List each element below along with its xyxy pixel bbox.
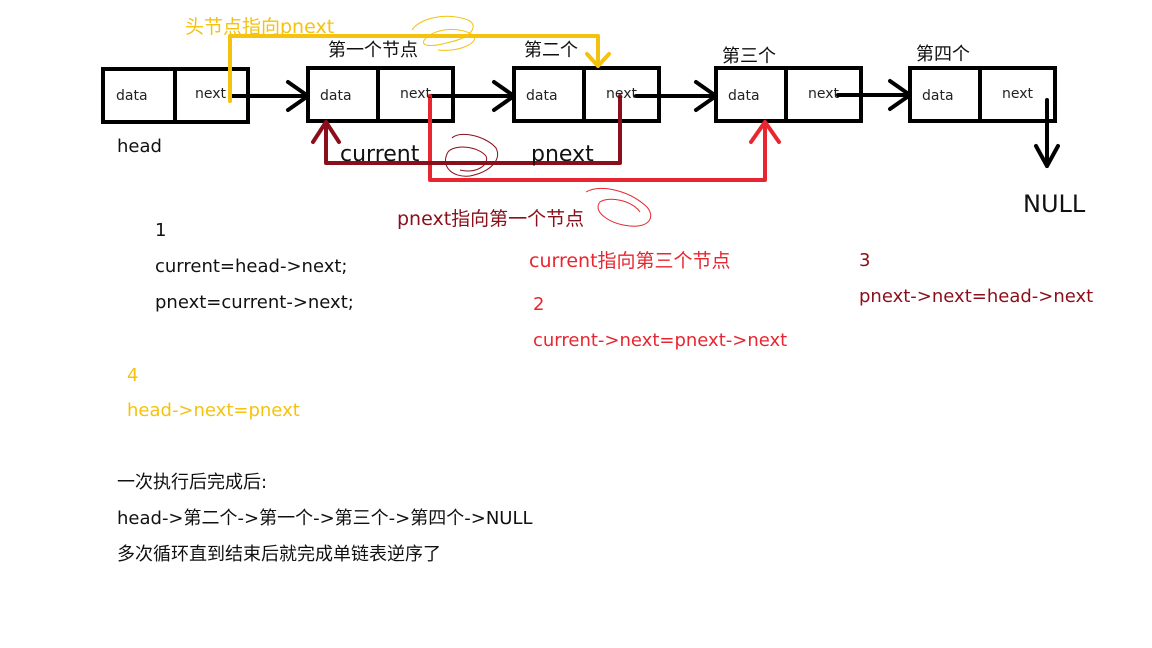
step2-line1: current->next=pnext->next <box>533 330 788 351</box>
step3-number: 3 <box>859 250 871 271</box>
current-pointer-label: current <box>340 142 420 167</box>
node-head-next-label: next <box>195 86 227 102</box>
summary-line1: 一次执行后完成后: <box>117 472 268 493</box>
third-node-caption: 第三个 <box>722 46 776 67</box>
node-third-next-label: next <box>808 86 840 102</box>
head-caption: head <box>117 136 162 157</box>
pnext-pointer-label: pnext <box>531 142 594 167</box>
summary-line3: 多次循环直到结束后就完成单链表逆序了 <box>117 544 441 565</box>
annotation-pnext-to-first: pnext指向第一个节点 <box>397 208 585 230</box>
step4-number: 4 <box>127 365 139 386</box>
step3-line1: pnext->next=head->next <box>859 286 1094 307</box>
summary-line2: head->第二个->第一个->第三个->第四个->NULL <box>117 508 533 529</box>
annotation-current-to-third: current指向第三个节点 <box>529 250 731 272</box>
step4-line1: head->next=pnext <box>127 400 300 421</box>
node-second-data-label: data <box>526 88 558 104</box>
node-first-data-label: data <box>320 88 352 104</box>
node-fourth-next-label: next <box>1002 86 1034 102</box>
node-second-next-label: next <box>606 86 638 102</box>
annotation-head-to-pnext: 头节点指向pnext <box>185 16 335 38</box>
first-node-caption: 第一个节点 <box>328 40 418 61</box>
step1-line1: current=head->next; <box>155 256 348 277</box>
next-arrows <box>228 79 1060 168</box>
node-first-next-label: next <box>400 86 432 102</box>
null-label: NULL <box>1023 190 1086 218</box>
scribble-darkred <box>445 133 498 177</box>
step1-line2: pnext=current->next; <box>155 292 354 313</box>
step1-number: 1 <box>155 220 167 241</box>
red-arrow-current-to-third <box>428 94 781 182</box>
node-fourth-data-label: data <box>922 88 954 104</box>
scribble-red <box>585 188 652 227</box>
darkred-arrow-pnext-to-first <box>311 94 622 165</box>
second-node-caption: 第二个 <box>524 40 578 61</box>
scribble-yellow <box>411 15 475 51</box>
fourth-node-caption: 第四个 <box>916 44 970 65</box>
yellow-arrow-head-to-pnext <box>228 34 611 103</box>
node-head-data-label: data <box>116 88 148 104</box>
node-third-data-label: data <box>728 88 760 104</box>
step2-number: 2 <box>533 294 545 315</box>
